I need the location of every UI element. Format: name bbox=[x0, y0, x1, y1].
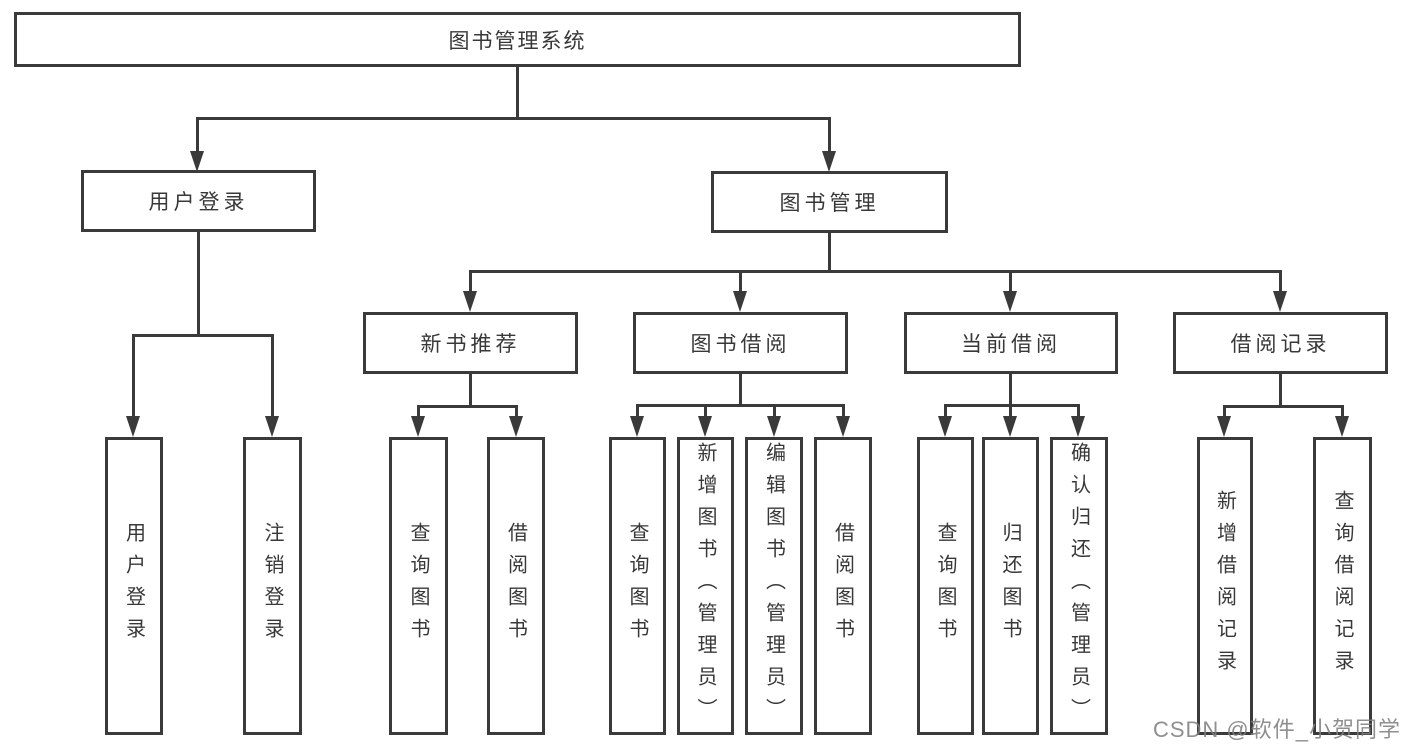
arrowhead-book-borrow bbox=[733, 291, 747, 312]
arrowhead-cb-query bbox=[938, 416, 952, 437]
node-current-borrow: 当前借阅 bbox=[904, 312, 1118, 374]
arrowhead-bb-borrow bbox=[836, 416, 850, 437]
leaf-borrow-query-book: 查询图书 bbox=[609, 437, 666, 735]
leaf-borrow-edit-book-admin: 编辑图书（管理员） bbox=[745, 437, 803, 735]
connector-book-borrow-stem bbox=[739, 373, 742, 407]
leaf-logout: 注销登录 bbox=[243, 437, 302, 735]
arrowhead-book-mgmt bbox=[822, 151, 836, 172]
connector-to-current-borrow bbox=[1009, 270, 1012, 293]
leaf-newbook-borrow-book: 借阅图书 bbox=[487, 437, 545, 735]
connector-to-cb-confirm bbox=[1077, 404, 1080, 418]
connector-to-new-book bbox=[469, 270, 472, 293]
leaf-records-query-record: 查询借阅记录 bbox=[1313, 437, 1372, 735]
connector-new-book-horizontal bbox=[417, 405, 518, 408]
connector-borrow-records-stem bbox=[1279, 373, 1282, 408]
connector-user-login-stem bbox=[197, 231, 200, 336]
arrowhead-current-borrow bbox=[1003, 291, 1017, 312]
arrowhead-user-login bbox=[190, 151, 204, 172]
connector-to-rb-add bbox=[1223, 405, 1226, 418]
arrowhead-borrow-records bbox=[1273, 291, 1287, 312]
node-library-system: 图书管理系统 bbox=[14, 12, 1021, 67]
arrowhead-bb-edit bbox=[767, 416, 781, 437]
connector-to-bb-borrow bbox=[842, 404, 845, 418]
arrowhead-bb-query bbox=[630, 416, 644, 437]
leaf-borrow-borrow-book: 借阅图书 bbox=[814, 437, 872, 735]
leaf-newbook-query-book: 查询图书 bbox=[389, 437, 448, 735]
connector-to-cb-return bbox=[1009, 404, 1012, 418]
csdn-watermark: CSDN @软件_小贺同学 bbox=[1152, 717, 1401, 742]
arrowhead-login bbox=[126, 416, 140, 437]
connector-current-borrow-horizontal bbox=[944, 404, 1080, 407]
arrowhead-cb-return bbox=[1003, 416, 1017, 437]
connector-to-nb-query bbox=[417, 405, 420, 418]
node-borrow-records: 借阅记录 bbox=[1173, 312, 1388, 374]
leaf-user-login: 用户登录 bbox=[105, 437, 163, 735]
connector-book-borrow-horizontal bbox=[636, 404, 845, 407]
connector-root-stem bbox=[516, 66, 519, 119]
node-user-login: 用户登录 bbox=[81, 170, 316, 232]
leaf-records-add-record: 新增借阅记录 bbox=[1197, 437, 1253, 735]
connector-to-nb-borrow bbox=[515, 405, 518, 418]
leaf-current-confirm-return-admin: 确认归还（管理员） bbox=[1050, 437, 1108, 735]
node-book-borrow: 图书借阅 bbox=[633, 312, 848, 374]
connector-user-login-horizontal bbox=[132, 334, 274, 337]
connector-book-mgmt-horizontal bbox=[469, 270, 1281, 273]
node-new-book-recommend: 新书推荐 bbox=[363, 312, 578, 374]
connector-borrow-records-horizontal bbox=[1223, 405, 1344, 408]
arrowhead-logout bbox=[265, 416, 279, 437]
arrowhead-nb-borrow bbox=[509, 416, 523, 437]
arrowhead-nb-query bbox=[411, 416, 425, 437]
connector-to-borrow-records bbox=[1279, 270, 1282, 293]
connector-book-mgmt-stem bbox=[828, 232, 831, 273]
connector-to-logout bbox=[271, 334, 274, 419]
leaf-current-return-book: 归还图书 bbox=[982, 437, 1039, 735]
connector-to-cb-query bbox=[944, 404, 947, 418]
leaf-borrow-add-book-admin: 新增图书（管理员） bbox=[677, 437, 734, 735]
connector-to-login bbox=[132, 334, 135, 419]
connector-root-horizontal bbox=[196, 117, 831, 120]
arrowhead-rb-query bbox=[1335, 416, 1349, 437]
connector-current-borrow-stem bbox=[1009, 373, 1012, 407]
arrowhead-cb-confirm bbox=[1071, 416, 1085, 437]
leaf-current-query-book: 查询图书 bbox=[917, 437, 974, 735]
connector-to-rb-query bbox=[1341, 405, 1344, 418]
connector-to-book-mgmt bbox=[828, 117, 831, 155]
connector-new-book-stem bbox=[469, 373, 472, 408]
arrowhead-bb-add bbox=[698, 416, 712, 437]
arrowhead-new-book bbox=[463, 291, 477, 312]
connector-to-bb-add bbox=[704, 404, 707, 418]
connector-to-book-borrow bbox=[739, 270, 742, 293]
node-book-management: 图书管理 bbox=[711, 171, 948, 233]
arrowhead-rb-add bbox=[1217, 416, 1231, 437]
connector-to-user-login bbox=[196, 117, 199, 155]
connector-to-bb-query bbox=[636, 404, 639, 418]
connector-to-bb-edit bbox=[773, 404, 776, 418]
